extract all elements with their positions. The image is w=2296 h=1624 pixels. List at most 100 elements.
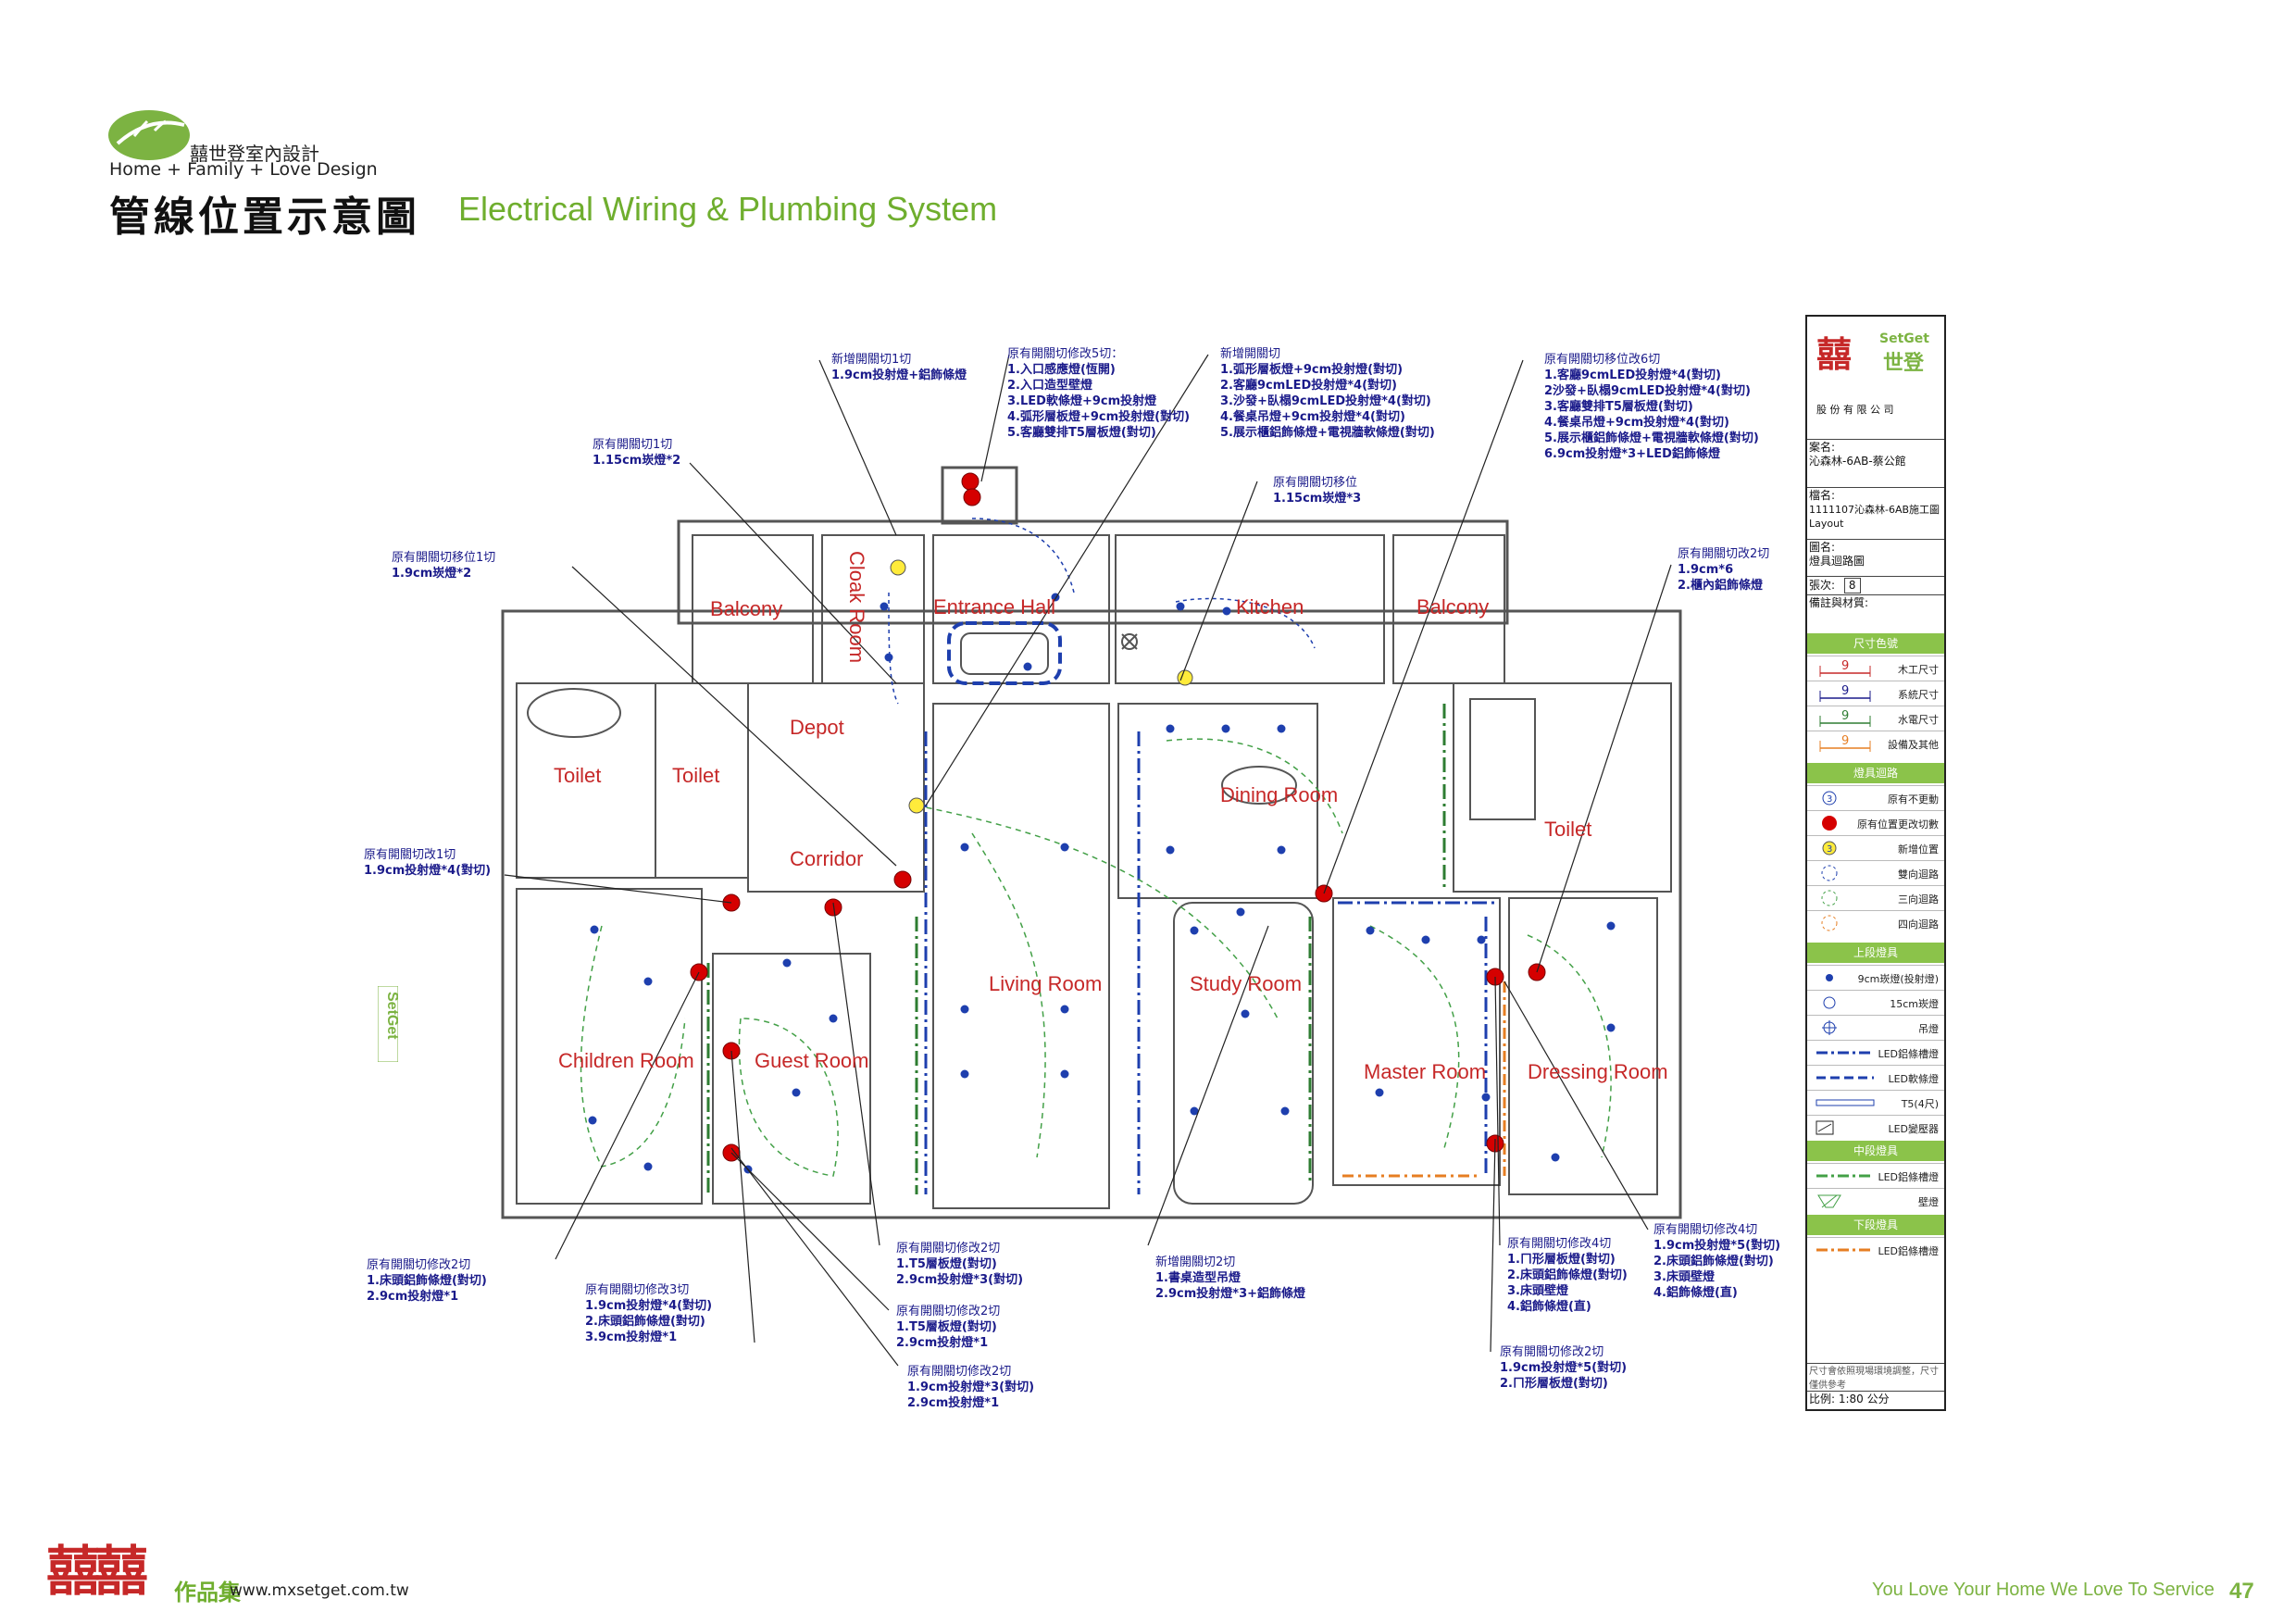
callout-heading: 原有開關切修改5切： [1007, 347, 1124, 361]
footer-works: 作品集 [174, 1580, 241, 1605]
callout-heading: 原有開關切改2切 [1678, 547, 1770, 561]
lamp-dot [880, 602, 889, 611]
footer-logo: 囍囍 [46, 1540, 148, 1603]
legend-row: 9cm崁燈(投射燈) [1807, 965, 1944, 990]
callout-item: 5.客廳雙排T5層板燈(對切) [1007, 426, 1156, 440]
dimension-icon: 9 [1819, 709, 1871, 727]
lamp-dot [1060, 843, 1069, 852]
drawing-value: 燈具迴路圖 [1809, 555, 1866, 568]
yellow-switch-icon [890, 559, 906, 576]
legend-row: LED變壓器 [1807, 1115, 1944, 1140]
callout-heading: 新增開關切 [1220, 347, 1281, 361]
legend-row: 原有位置更改切數 [1807, 810, 1944, 835]
dimension-number: 9 [1841, 734, 1849, 748]
lamp-dot [1477, 935, 1486, 944]
callout-item: 4.鋁飾條燈(直) [1507, 1300, 1591, 1314]
callout-item: 2.客廳9cmLED投射燈*4(對切) [1220, 379, 1397, 393]
company-suffix: 股 份 有 限 公 司 [1816, 404, 1894, 416]
footer-url[interactable]: www.mxsetget.com.tw [230, 1581, 409, 1600]
remark-label: 備註與材質: [1809, 596, 1869, 609]
callout-item: 4.弧形層板燈+9cm投射燈(對切) [1007, 410, 1191, 424]
room-corridor: Corridor [790, 847, 863, 870]
callout-item: 1.9cm投射燈*4(對切) [364, 864, 492, 878]
company-logo: 囍 SetGet 世登 [1816, 331, 1929, 375]
lamp-dot [1280, 1106, 1290, 1116]
room-study: Study Room [1190, 972, 1302, 995]
lamp-dot [782, 958, 792, 968]
callout-item: 1.15cm崁燈*3 [1273, 492, 1362, 506]
callout-item: 1.床頭鋁飾條燈(對切) [367, 1274, 487, 1288]
scale-row: 比例: 1:80 公分 [1807, 1391, 1944, 1409]
room-children: Children Room [558, 1049, 694, 1072]
callout-item: 2.床頭鋁飾條燈(對切) [1653, 1255, 1774, 1268]
lamp-dot [588, 1116, 597, 1125]
yellow-switch-icon [1177, 669, 1193, 686]
callout-c5: 原有開關切1切 1.15cm崁燈*2 [593, 437, 680, 468]
callout-heading: 原有開關切1切 [593, 438, 673, 452]
legend-label: 三向迴路 [1898, 893, 1939, 906]
room-living: Living Room [989, 972, 1102, 995]
legend-row: LED軟條燈 [1807, 1065, 1944, 1090]
lamp-dot [960, 843, 969, 852]
green-dashdot-line-icon [1816, 1174, 1874, 1178]
legend-label: LED變壓器 [1888, 1123, 1939, 1135]
callout-heading: 原有開關切移位1切 [392, 551, 496, 565]
callout-item: 1.書桌造型吊燈 [1155, 1271, 1241, 1285]
callout-item: 1.9cm投射燈*4(對切) [585, 1299, 713, 1313]
callout-item: 1.15cm崁燈*2 [593, 454, 681, 468]
sheet-value: 8 [1843, 578, 1861, 593]
callout-item: 2.ㄇ形層板燈(對切) [1500, 1377, 1608, 1391]
case-label: 案名: [1809, 441, 1836, 454]
blue-dash-line-icon [1816, 1076, 1874, 1080]
green-dashed-arc-icon [1821, 890, 1838, 906]
setget-side-badge: SetGet [378, 986, 398, 1062]
room-dressing: Dressing Room [1528, 1060, 1668, 1083]
dimension-number: 9 [1841, 684, 1849, 698]
file-value: 1111107沁森林-6AB施工圖Layout [1809, 504, 1940, 530]
lamp-dot [792, 1088, 801, 1097]
legend-label: 吊燈 [1918, 1023, 1939, 1035]
lamp-dot [1366, 926, 1375, 935]
callout-item: 5.展示櫃鋁飾條燈+電視牆軟條燈(對切) [1544, 431, 1759, 445]
red-switch-icon [824, 898, 842, 917]
pendant-icon [1822, 1020, 1837, 1035]
lamp-dot [1236, 907, 1245, 917]
remark-row: 備註與材質: [1807, 594, 1944, 613]
legend-row: 雙向迴路 [1807, 860, 1944, 885]
lamp-dot [1060, 1005, 1069, 1014]
legend-row: T5(4尺) [1807, 1090, 1944, 1115]
lower-header: 下段燈具 [1807, 1215, 1944, 1235]
lamp-dot [1481, 1093, 1491, 1102]
lamp-dot [1551, 1153, 1560, 1162]
legend-label: 水電尺寸 [1898, 714, 1939, 726]
legend-row: 三向迴路 [1807, 885, 1944, 910]
callout-item: 3.床頭壁燈 [1653, 1270, 1715, 1284]
callout-item: 1.9cm投射燈*3(對切) [907, 1380, 1035, 1394]
legend-label: 木工尺寸 [1898, 664, 1939, 676]
file-label: 檔名: [1809, 489, 1836, 502]
red-dot-icon [1822, 816, 1837, 831]
callout-item: 6.9cm投射燈*3+LED鋁飾條燈 [1544, 447, 1720, 461]
callout-item: 2.9cm投射燈*1 [907, 1396, 1000, 1410]
room-balcony-right: Balcony [1416, 595, 1489, 618]
legend-row: LED鋁條槽燈 [1807, 1237, 1944, 1262]
callout-item: 3.9cm投射燈*1 [585, 1330, 678, 1344]
dimension-number: 9 [1841, 659, 1849, 673]
callout-item: 1.9cm*6 [1678, 563, 1734, 577]
callout-heading: 原有開關切改1切 [364, 848, 456, 862]
callout-item: 1.入口感應燈(恆開) [1007, 363, 1116, 377]
orange-dashdot-line-icon [1816, 1248, 1874, 1252]
brand-name-cn: 囍世登室內設計 [190, 143, 319, 165]
t5-bar-icon [1816, 1099, 1875, 1106]
title-block: 囍 SetGet 世登 股 份 有 限 公 司 案名: 沁森林-6AB-蔡公館 … [1805, 315, 1946, 1411]
blue-circle-icon: 3 [1822, 791, 1837, 806]
logo-cn: 世登 [1883, 352, 1925, 375]
